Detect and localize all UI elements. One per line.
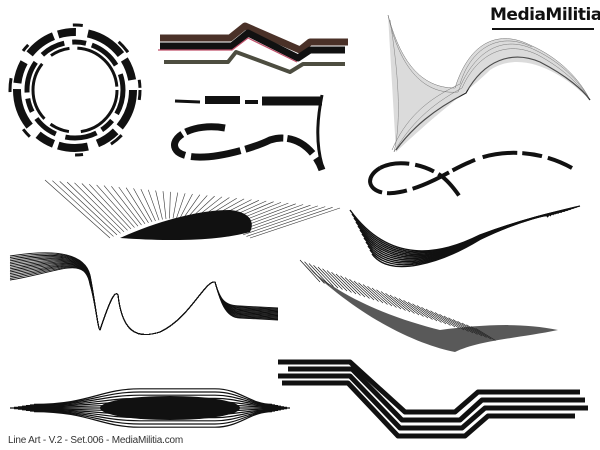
fan-lines-artwork	[44, 179, 341, 239]
wave-stack-artwork	[9, 252, 279, 336]
logo-text: MediaMilitia	[490, 5, 600, 25]
brush-loop-artwork	[171, 94, 326, 172]
broken-ring-artwork	[8, 23, 142, 157]
mesh-wave-fill	[388, 15, 590, 152]
feather-blade-body	[300, 260, 558, 352]
logo-underline	[492, 28, 594, 30]
step-lines-artwork	[278, 359, 588, 439]
fan-lines-base	[120, 210, 252, 240]
mediamilitia-logo: MediaMilitia	[490, 5, 600, 30]
lens-bundle-core	[100, 396, 240, 420]
infinity-swoosh-artwork	[368, 150, 573, 202]
ribbon-bands-artwork	[158, 22, 348, 74]
caption-text: Line Art - V.2 - Set.006 - MediaMilitia.…	[8, 435, 183, 446]
swoosh-lines-artwork	[349, 205, 581, 268]
